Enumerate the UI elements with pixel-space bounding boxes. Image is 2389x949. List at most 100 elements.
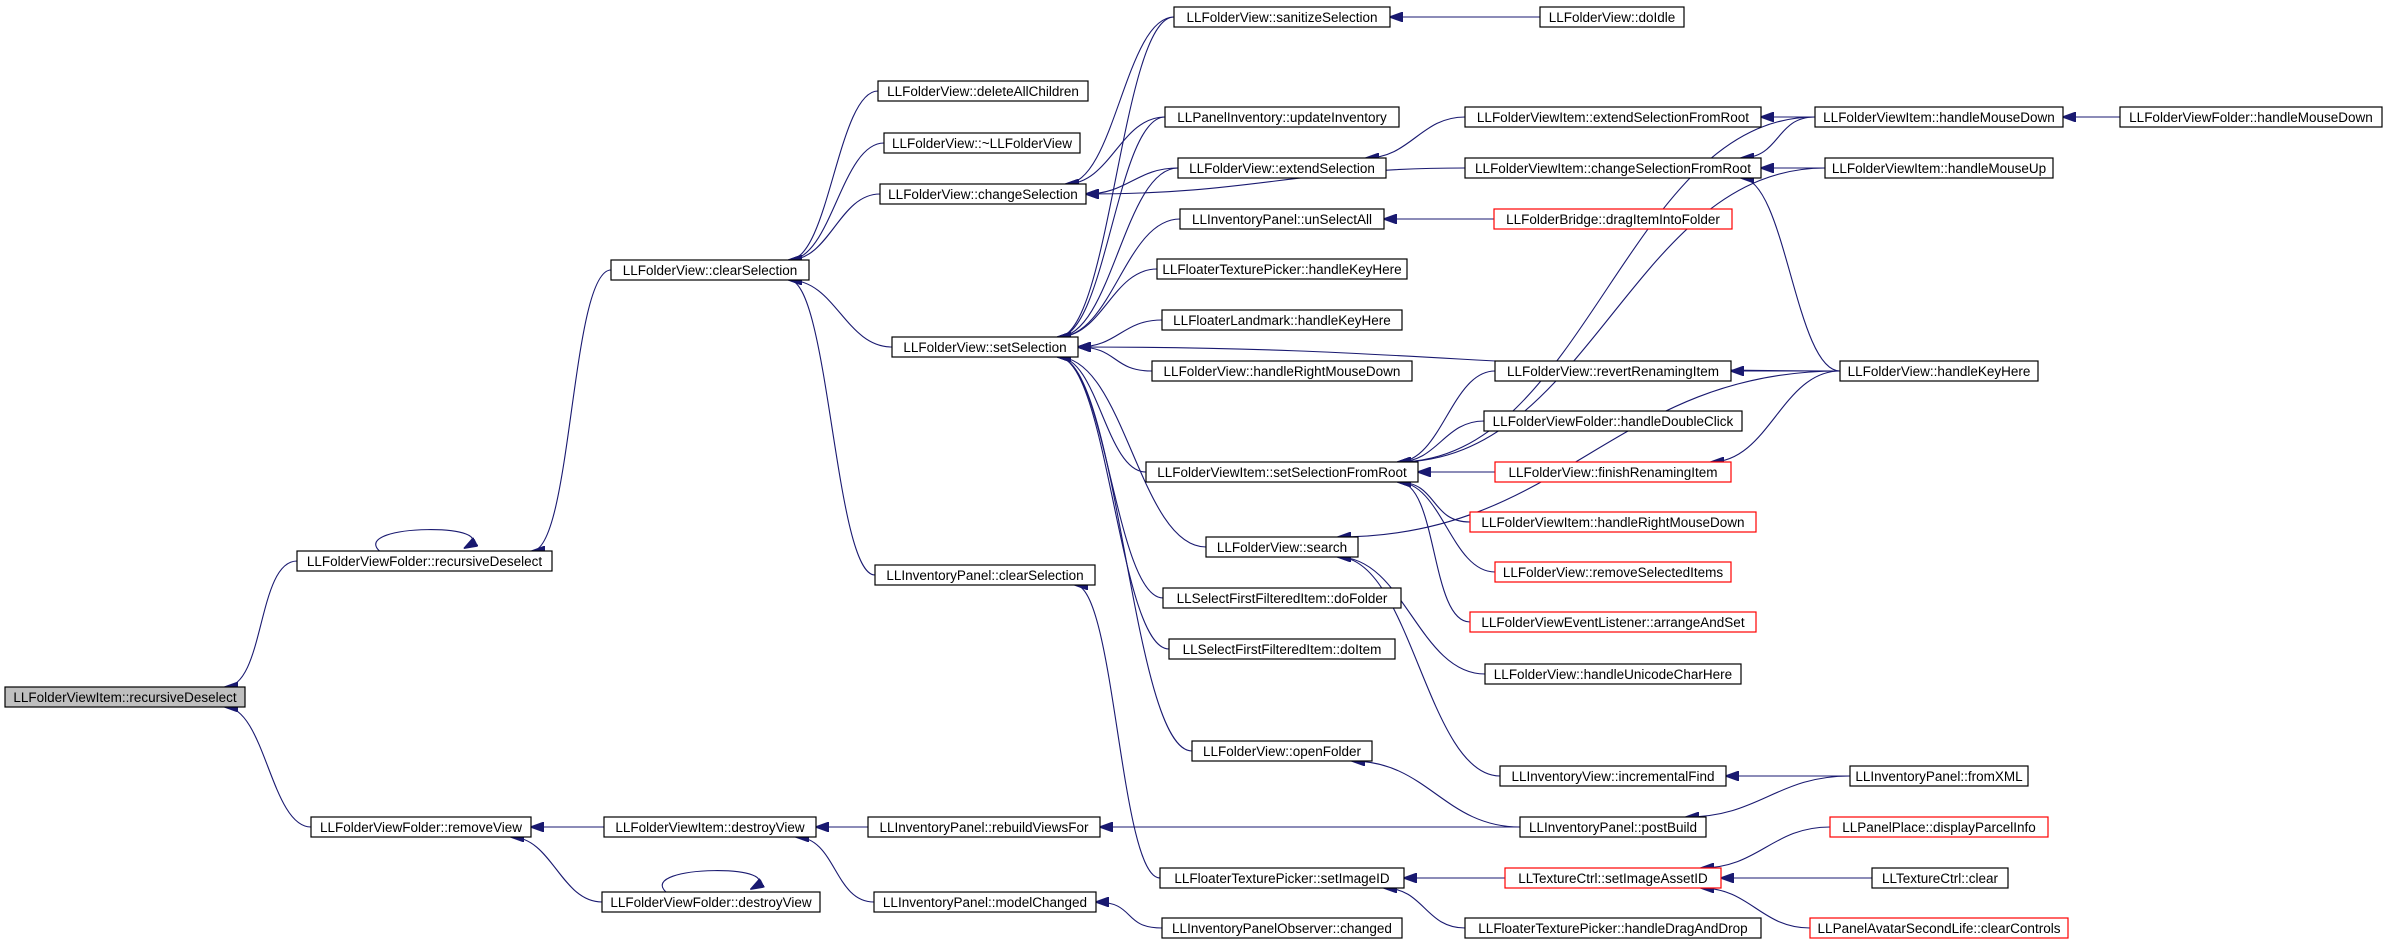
node-label: LLFolderView::search	[1217, 540, 1347, 555]
node-label: LLFolderViewFolder::handleMouseDown	[2129, 110, 2373, 125]
function-node[interactable]: LLFolderView::extendSelection	[1177, 157, 1387, 179]
node-box	[1494, 561, 1732, 583]
function-node[interactable]: LLSelectFirstFilteredItem::doFolder	[1162, 587, 1402, 609]
node-box	[1849, 765, 2029, 787]
call-edge	[789, 193, 881, 260]
node-box	[1173, 6, 1391, 28]
function-node[interactable]: LLFolderView::sanitizeSelection	[1173, 6, 1391, 28]
function-node[interactable]: LLFolderViewItem::handleRightMouseDown	[1469, 511, 1757, 533]
node-label: LLFolderViewItem::extendSelectionFromRoo…	[1477, 110, 1749, 125]
function-node[interactable]: LLFloaterTexturePicker::setImageID	[1159, 867, 1405, 889]
edge-line	[1096, 902, 1163, 929]
function-node[interactable]: LLFolderView::search	[1205, 536, 1359, 558]
function-node[interactable]: LLFolderView::handleUnicodeCharHere	[1484, 663, 1742, 685]
function-node[interactable]: LLFolderView::deleteAllChildren	[877, 80, 1089, 102]
function-node[interactable]: LLFolderViewItem::extendSelectionFromRoo…	[1464, 106, 1762, 128]
function-node[interactable]: LLFolderView::setSelection	[891, 336, 1079, 358]
node-box	[1179, 208, 1385, 230]
function-node[interactable]: LLTextureCtrl::clear	[1871, 867, 2009, 889]
edge-line	[789, 280, 876, 576]
function-node[interactable]: LLInventoryPanel::unSelectAll	[1179, 208, 1385, 230]
function-node[interactable]: LLFolderView::handleKeyHere	[1839, 360, 2039, 382]
node-box	[601, 891, 821, 913]
edge-line	[1086, 167, 1466, 194]
node-box	[867, 816, 1101, 838]
function-node[interactable]: LLPanelPlace::displayParcelInfo	[1829, 816, 2049, 838]
call-edge	[1398, 482, 1471, 523]
function-node[interactable]: LLPanelInventory::updateInventory	[1164, 106, 1400, 128]
function-node[interactable]: LLInventoryPanelObserver::changed	[1161, 917, 1403, 939]
node-box	[1159, 867, 1405, 889]
call-edge	[1686, 775, 1851, 817]
node-label: LLFolderView::handleUnicodeCharHere	[1494, 667, 1732, 682]
function-node[interactable]: LLFolderViewFolder::recursiveDeselect	[296, 550, 553, 572]
function-node[interactable]: LLFolderViewItem::setSelectionFromRoot	[1145, 461, 1419, 483]
edge-layer	[225, 17, 2120, 929]
node-box	[877, 80, 1089, 102]
node-label: LLFolderView::revertRenamingItem	[1507, 364, 1719, 379]
function-node[interactable]: LLFloaterTexturePicker::handleKeyHere	[1156, 258, 1408, 280]
call-edge	[511, 837, 603, 903]
function-node[interactable]: LLFolderBridge::dragItemIntoFolder	[1493, 208, 1733, 230]
function-node[interactable]: LLFolderView::doIdle	[1539, 6, 1685, 28]
edge-line	[532, 269, 612, 551]
function-node[interactable]: LLFolderView::finishRenamingItem	[1494, 461, 1732, 483]
function-node[interactable]: LLPanelAvatarSecondLife::clearControls	[1809, 917, 2069, 939]
function-node[interactable]: LLTextureCtrl::setImageAssetID	[1504, 867, 1722, 889]
call-edge	[1398, 167, 1826, 462]
function-node[interactable]: LLFloaterTexturePicker::handleDragAndDro…	[1464, 917, 1762, 939]
function-node[interactable]: LLFolderView::changeSelection	[879, 183, 1087, 205]
function-node[interactable]: LLFolderView::removeSelectedItems	[1494, 561, 1732, 583]
node-box	[1871, 867, 2009, 889]
function-node[interactable]: LLFolderView::~LLFolderView	[883, 132, 1081, 154]
function-node[interactable]: LLInventoryPanel::rebuildViewsFor	[867, 816, 1101, 838]
edge-line	[1384, 888, 1466, 929]
function-node[interactable]: LLFolderViewItem::handleMouseUp	[1824, 157, 2054, 179]
function-node[interactable]: LLInventoryPanel::postBuild	[1519, 816, 1707, 838]
edge-line	[1058, 357, 1207, 548]
function-node[interactable]: LLFolderViewFolder::removeView	[310, 816, 532, 838]
call-edge	[1058, 357, 1207, 548]
node-box	[1824, 157, 2054, 179]
edge-line	[1398, 482, 1471, 523]
node-label: LLFolderViewFolder::recursiveDeselect	[307, 554, 543, 569]
node-label: LLFolderViewItem::handleMouseUp	[1832, 161, 2046, 176]
function-node[interactable]: LLInventoryView::incrementalFind	[1499, 765, 1727, 787]
function-node[interactable]: LLSelectFirstFilteredItem::doItem	[1168, 638, 1396, 660]
function-node[interactable]: LLFolderViewFolder::destroyView	[601, 891, 821, 913]
function-node[interactable]: LLFolderViewItem::destroyView	[603, 816, 817, 838]
function-node[interactable]: LLInventoryPanel::modelChanged	[873, 891, 1097, 913]
function-node[interactable]: LLFolderView::revertRenamingItem	[1494, 360, 1732, 382]
node-label: LLTextureCtrl::setImageAssetID	[1518, 871, 1708, 886]
edge-line	[1741, 178, 1841, 372]
node-box	[873, 891, 1097, 913]
call-edge	[1701, 826, 1831, 868]
node-label: LLFloaterLandmark::handleKeyHere	[1173, 313, 1391, 328]
node-label: LLFolderView::deleteAllChildren	[887, 84, 1079, 99]
node-label: LLFolderView::setSelection	[903, 340, 1066, 355]
node-box	[1168, 638, 1396, 660]
node-label: LLFolderView::removeSelectedItems	[1503, 565, 1724, 580]
call-edge	[1066, 116, 1166, 184]
edge-line	[789, 193, 881, 260]
edge-line	[1058, 268, 1158, 337]
node-box	[1469, 611, 1757, 633]
function-node[interactable]: LLFolderView::clearSelection	[610, 259, 810, 281]
function-node[interactable]: LLInventoryPanel::fromXML	[1849, 765, 2029, 787]
function-node[interactable]: LLFolderViewFolder::handleDoubleClick	[1483, 410, 1743, 432]
function-node[interactable]: LLFolderView::openFolder	[1191, 740, 1373, 762]
node-label: LLSelectFirstFilteredItem::doFolder	[1177, 591, 1388, 606]
root-function-node[interactable]: LLFolderViewItem::recursiveDeselect	[4, 686, 246, 708]
function-node[interactable]: LLFloaterLandmark::handleKeyHere	[1161, 309, 1403, 331]
function-node[interactable]: LLFolderViewEventListener::arrangeAndSet	[1469, 611, 1757, 633]
call-edge	[789, 90, 879, 260]
node-label: LLTextureCtrl::clear	[1882, 871, 1999, 886]
function-node[interactable]: LLInventoryPanel::clearSelection	[874, 564, 1096, 586]
node-label: LLInventoryPanel::clearSelection	[886, 568, 1083, 583]
function-node[interactable]: LLFolderView::handleRightMouseDown	[1151, 360, 1413, 382]
function-node[interactable]: LLFolderViewItem::changeSelectionFromRoo…	[1464, 157, 1762, 179]
function-node[interactable]: LLFolderViewItem::handleMouseDown	[1814, 106, 2064, 128]
function-node[interactable]: LLFolderViewFolder::handleMouseDown	[2119, 106, 2383, 128]
edge-line	[1398, 116, 1816, 462]
